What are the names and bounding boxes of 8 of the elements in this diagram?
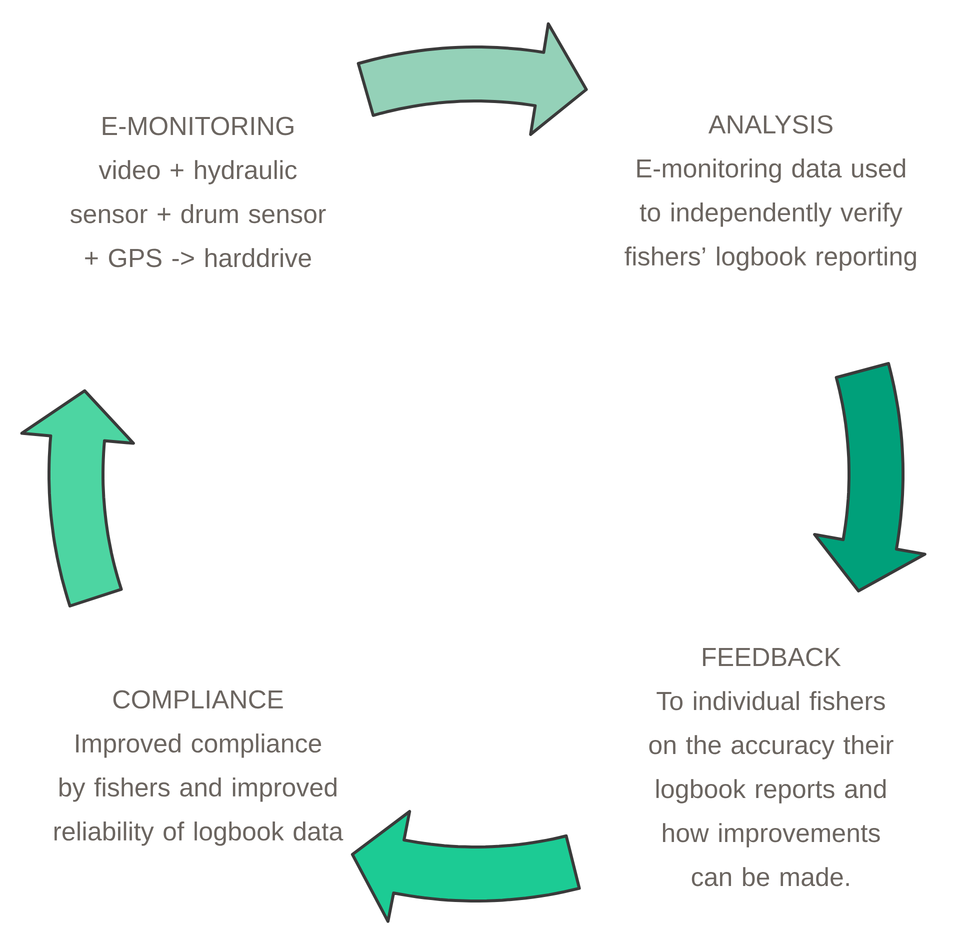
- curved-arrow: [356, 22, 588, 136]
- step-text: ANALYSIS E-monitoring data used to independently verify fishers’ logbook reporting: [624, 115, 916, 271]
- curved-arrow: [813, 362, 926, 592]
- step-text: E-MONITORING video + hydraulic sensor + drum sensor + GPS -> harddrive: [70, 116, 326, 268]
- curved-arrow: [20, 389, 135, 608]
- step-text: COMPLIANCE Improved compliance by fishers and improved reliability of logbook data: [54, 690, 344, 846]
- curved-arrow: [350, 810, 581, 923]
- step-text: FEEDBACK To individual fishers on the accuracy their logbook reports and how improvements can be made.: [649, 648, 894, 886]
